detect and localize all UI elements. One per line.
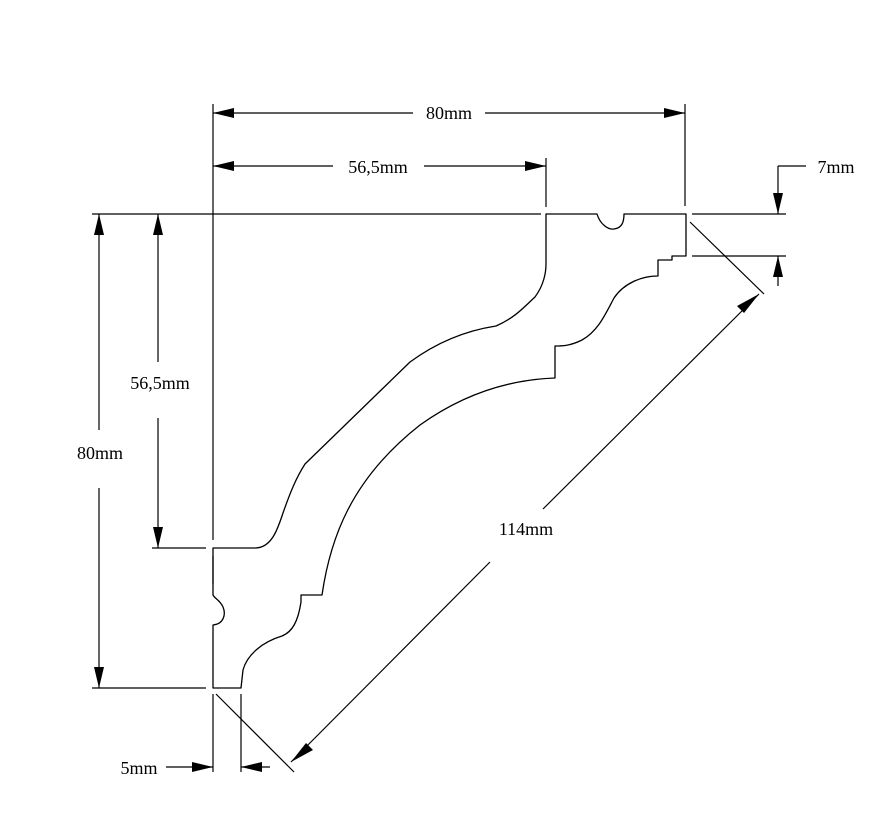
dimension-top-inner: 56,5mm <box>213 157 546 177</box>
dimension-left-inner: 56,5mm <box>130 214 190 548</box>
dimension-label-top-inner: 56,5mm <box>348 157 408 177</box>
dimension-diagonal: 114mm <box>290 293 760 763</box>
dimension-label-bottom-left-step: 5mm <box>120 758 157 778</box>
extension-line-diagonal-bottom <box>215 693 295 773</box>
dimension-label-top-right-step: 7mm <box>817 157 854 177</box>
dimension-label-left-inner: 56,5mm <box>130 373 190 393</box>
dimension-label-top-overall: 80mm <box>426 103 472 123</box>
dimension-left-overall: 80mm <box>77 214 123 688</box>
dimension-bottom-left-step: 5mm <box>120 758 270 778</box>
dimension-top-overall: 80mm <box>213 103 685 123</box>
dimension-label-diagonal: 114mm <box>499 519 553 539</box>
dimension-top-right-step: 7mm <box>773 157 855 286</box>
moulding-profile-outline <box>212 213 687 689</box>
extension-line-diagonal-top <box>689 221 765 295</box>
dimension-label-left-overall: 80mm <box>77 443 123 463</box>
